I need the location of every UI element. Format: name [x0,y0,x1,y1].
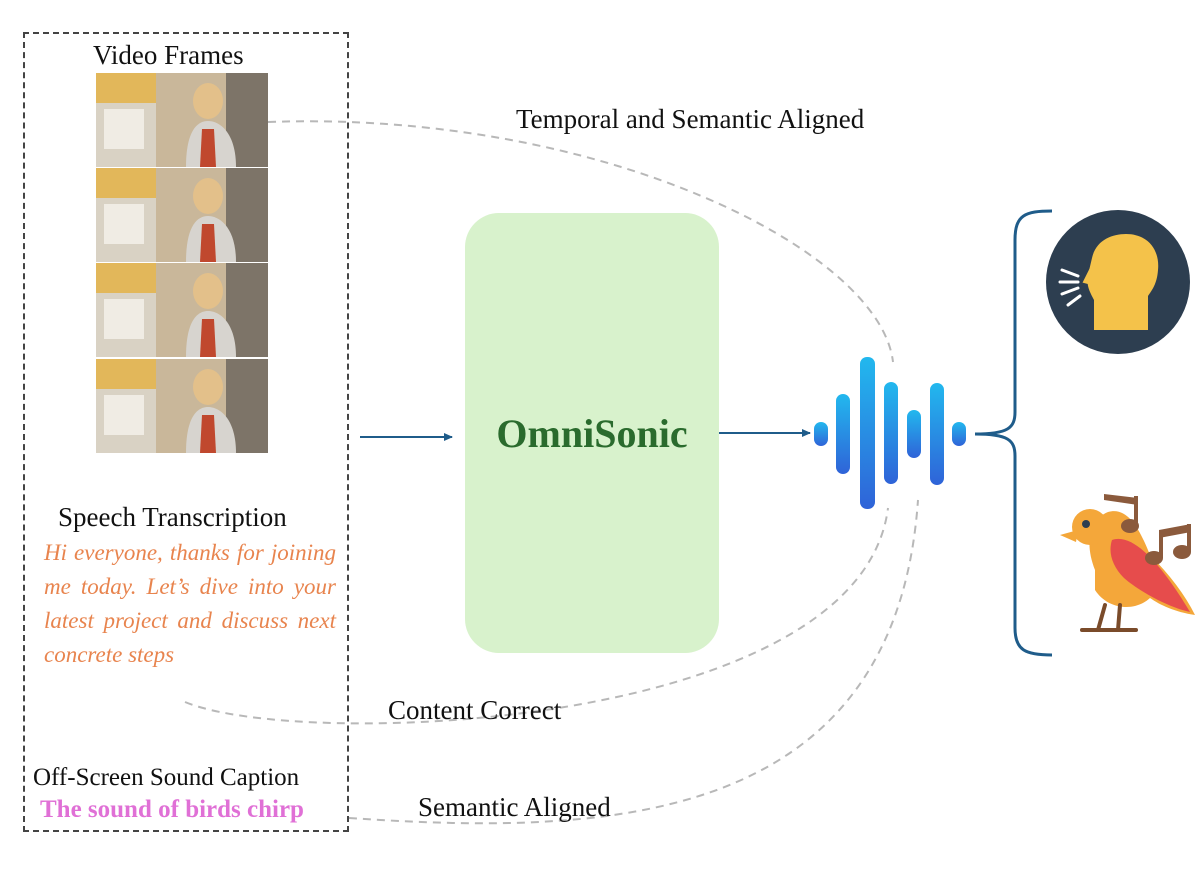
model-box [465,213,719,653]
video-frame [96,263,268,357]
temporal-alignment-curve [267,120,894,363]
model-name: OmniSonic [496,411,688,456]
input-panel [23,32,349,832]
semantic-aligned-label: Semantic Aligned [418,792,611,822]
video-frames-title: Video Frames [93,40,244,70]
semantic-alignment-curve [348,499,919,825]
video-frame [96,359,268,453]
video-frame [96,73,268,167]
music-note-icon [1145,524,1191,565]
music-note-icon [1104,494,1139,533]
audio-waveform-icon [814,357,966,509]
temporal-semantic-aligned-label: Temporal and Semantic Aligned [516,104,865,134]
speech-transcript-text: Hi everyone, thanks for joining me today… [44,540,336,667]
content-alignment-curve [184,507,889,725]
speaking-head-icon [1046,210,1190,354]
content-correct-label: Content Correct [388,695,562,725]
output-bracket [974,209,1053,657]
bird-singing-icon [1060,494,1195,632]
speech-transcription-title: Speech Transcription [58,502,287,532]
offscreen-sound-caption-title: Off-Screen Sound Caption [33,764,300,791]
offscreen-sound-caption-text: The sound of birds chirp [40,796,304,823]
video-frame [96,168,268,262]
